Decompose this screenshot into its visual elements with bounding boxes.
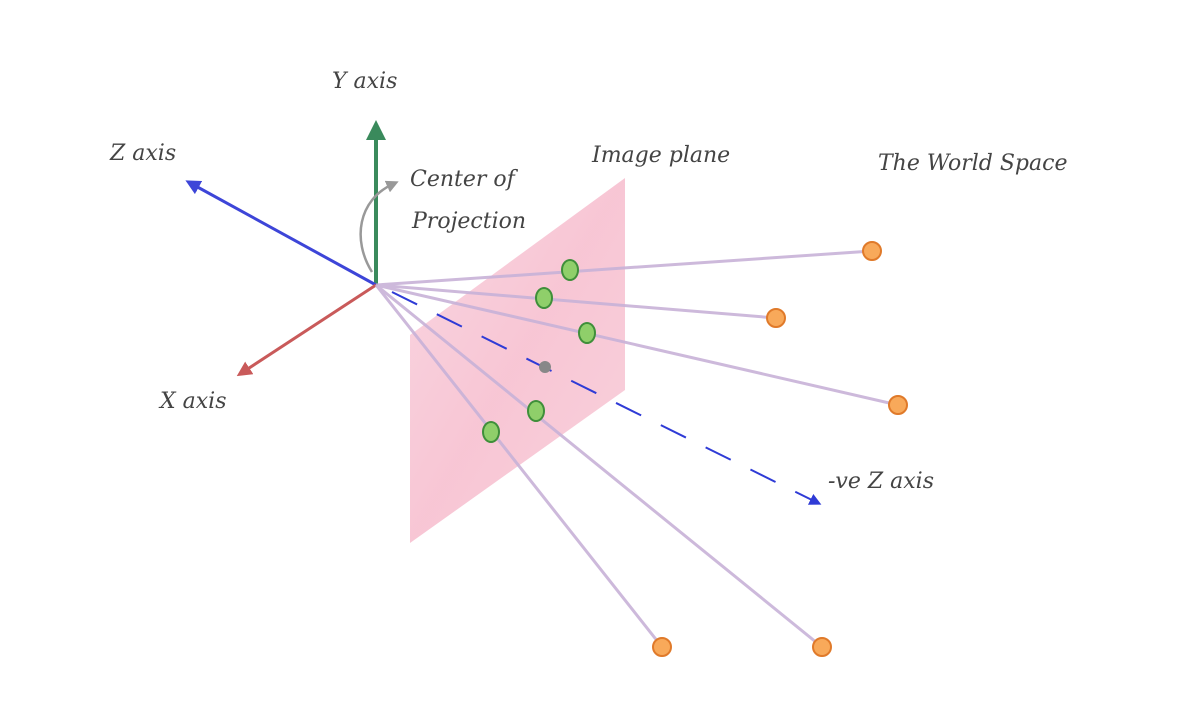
world-point-3	[888, 395, 908, 415]
principal-point	[539, 361, 551, 373]
projected-points	[482, 259, 596, 443]
center-of-projection-arrow	[359, 180, 399, 273]
ray-5	[375, 283, 823, 649]
world-point-2	[766, 308, 786, 328]
x-axis-label: X axis	[158, 389, 227, 414]
ray-2	[375, 283, 777, 320]
ray-3	[375, 283, 899, 407]
projected-point-2	[535, 287, 553, 309]
center-of-projection-label-line2: Projection	[411, 209, 526, 234]
x-axis-arrow	[236, 283, 377, 377]
center-of-projection-label-line1: Center of	[410, 167, 519, 192]
neg-z-axis-label: -ve Z axis	[828, 469, 934, 494]
y-axis-label: Y axis	[332, 69, 397, 94]
ray-1	[375, 249, 873, 287]
projected-point-5	[482, 421, 500, 443]
projection-rays	[374, 249, 899, 649]
projected-point-3	[578, 322, 596, 344]
z-axis-arrow	[185, 180, 377, 287]
world-point-1	[862, 241, 882, 261]
world-points	[652, 241, 908, 657]
projected-point-4	[527, 400, 545, 422]
z-axis-label: Z axis	[109, 141, 176, 166]
world-space-label: The World Space	[878, 151, 1067, 176]
world-point-4	[652, 637, 672, 657]
projected-point-1	[561, 259, 579, 281]
ray-4	[374, 284, 664, 648]
world-point-5	[812, 637, 832, 657]
image-plane-label: Image plane	[591, 143, 730, 168]
